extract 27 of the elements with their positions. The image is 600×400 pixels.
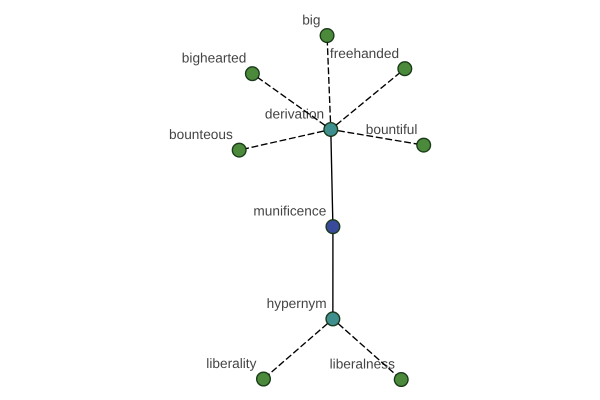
node-label: liberalness bbox=[330, 356, 395, 372]
connector bbox=[326, 42, 332, 122]
node-label: freehanded bbox=[330, 46, 400, 61]
node-label: bountiful bbox=[366, 122, 418, 138]
node-circle bbox=[397, 61, 412, 76]
node-label: bounteous bbox=[169, 127, 233, 142]
node-label: hypernym bbox=[266, 296, 327, 311]
node-circle bbox=[323, 122, 338, 137]
node-circle bbox=[394, 372, 409, 388]
connector bbox=[268, 323, 328, 375]
connector bbox=[338, 130, 417, 145]
connector bbox=[330, 136, 334, 220]
connector bbox=[246, 130, 324, 150]
node-circle bbox=[256, 371, 271, 387]
node-label: munificence bbox=[253, 204, 326, 219]
node-label: big bbox=[302, 12, 320, 28]
node-label: liberality bbox=[206, 356, 256, 372]
connector bbox=[332, 234, 334, 312]
connector bbox=[336, 72, 400, 126]
node-circle bbox=[416, 138, 432, 153]
node-label: bighearted bbox=[182, 50, 246, 66]
node-circle bbox=[232, 142, 247, 158]
node-circle bbox=[325, 219, 340, 234]
node-circle bbox=[244, 66, 260, 82]
connector bbox=[338, 323, 397, 376]
node-circle bbox=[325, 311, 340, 326]
node-circle bbox=[320, 28, 335, 44]
